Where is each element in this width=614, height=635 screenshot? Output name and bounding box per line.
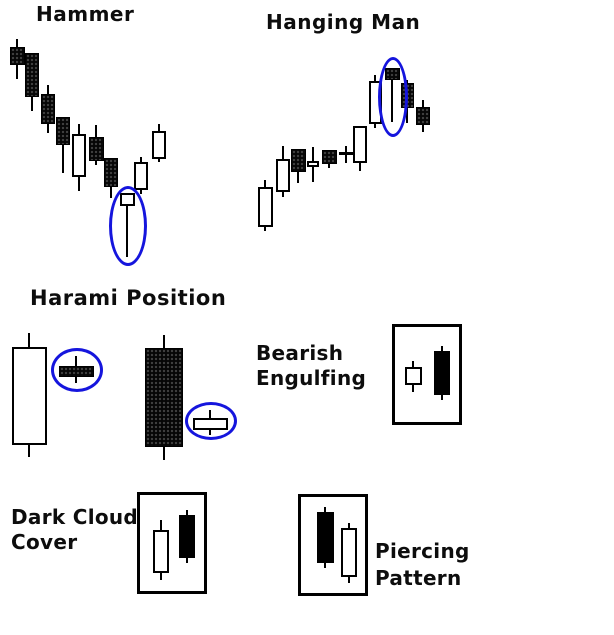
pattern-box xyxy=(137,492,207,594)
pattern-box xyxy=(392,324,462,425)
bearish-engulfing-label: Bearish Engulfing xyxy=(256,341,366,391)
bullish-candle-body xyxy=(134,162,148,190)
bullish-candle-body xyxy=(152,131,166,159)
bearish-candle-body xyxy=(41,94,55,124)
highlight-ellipse xyxy=(109,186,147,266)
bearish-candle-body xyxy=(104,158,118,187)
bearish-candle-body xyxy=(145,348,183,447)
bullish-candle-body xyxy=(153,530,169,573)
doji-cross-line xyxy=(338,152,354,155)
hammer-title: Hammer xyxy=(36,2,135,26)
bullish-candle-body xyxy=(257,187,273,227)
bearish-candle-body xyxy=(88,137,104,161)
hanging-man-title: Hanging Man xyxy=(266,10,421,34)
piercing-pattern-label: Piercing Pattern xyxy=(375,538,470,592)
bearish-candle-body xyxy=(434,351,450,395)
bearish-candle-body xyxy=(416,107,430,125)
bearish-candle-body xyxy=(316,512,334,563)
dark-cloud-cover-label: Dark Cloud Cover xyxy=(11,505,138,555)
bearish-candle-body xyxy=(9,47,25,65)
highlight-ellipse xyxy=(185,402,237,440)
bullish-candle-body xyxy=(353,126,367,163)
bearish-engulfing-label-line1: Bearish xyxy=(256,341,344,365)
bullish-candle-body xyxy=(341,528,357,577)
dark-cloud-cover-label-line1: Dark Cloud xyxy=(11,505,139,529)
bearish-candle-body xyxy=(179,515,195,558)
piercing-pattern-label-line2: Pattern xyxy=(375,566,462,590)
candle-wick xyxy=(62,117,64,173)
bullish-candle-body xyxy=(72,134,86,177)
harami-position-title: Harami Position xyxy=(30,286,227,310)
bearish-candle-body xyxy=(290,149,306,172)
highlight-ellipse xyxy=(51,348,103,392)
bearish-candle-body xyxy=(25,53,39,97)
highlight-ellipse xyxy=(378,57,408,137)
bearish-candle-body xyxy=(56,117,70,145)
dark-cloud-cover-label-line2: Cover xyxy=(11,530,78,554)
bearish-engulfing-label-line2: Engulfing xyxy=(256,366,367,390)
piercing-pattern-label-line1: Piercing xyxy=(375,539,470,563)
bullish-candle-body xyxy=(11,347,47,445)
bearish-candle-body xyxy=(321,150,337,164)
bullish-candle-body xyxy=(404,367,422,385)
bullish-candle-body xyxy=(307,161,319,167)
bullish-candle-body xyxy=(276,159,290,192)
